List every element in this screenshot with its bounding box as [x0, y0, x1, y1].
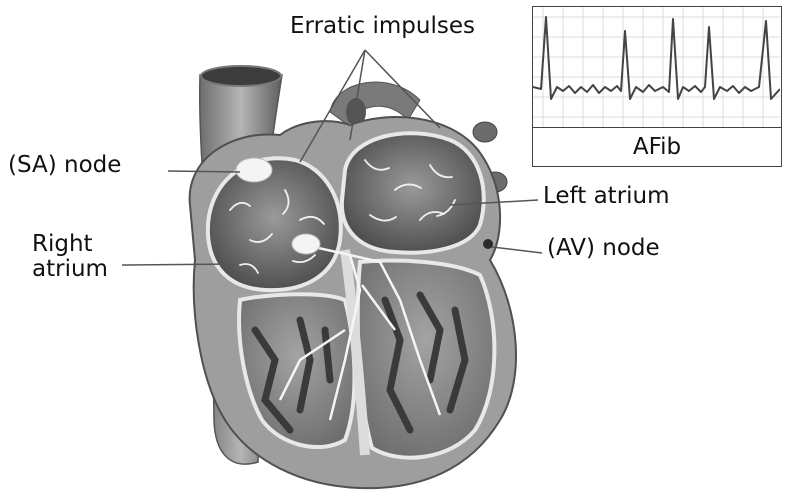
ecg-grid [533, 7, 780, 127]
label-erratic-impulses: Erratic impulses [290, 14, 475, 39]
left-atrium-chamber [342, 133, 484, 252]
label-av-node: (AV) node [547, 236, 660, 261]
ecg-inset: AFib [532, 6, 782, 167]
label-right-atrium-line2: atrium [32, 257, 108, 282]
left-ventricle [358, 261, 495, 458]
label-right-atrium-line1: Right [32, 232, 108, 257]
ecg-trace [533, 7, 780, 127]
label-right-atrium: Right atrium [32, 232, 108, 283]
av-node-marker [292, 234, 320, 254]
ecg-caption: AFib [533, 127, 781, 166]
pulmonary-vessel-b [473, 122, 497, 142]
av-node-right-dot [483, 239, 493, 249]
label-sa-node: (SA) node [8, 153, 121, 178]
label-left-atrium: Left atrium [543, 184, 670, 209]
right-atrium-chamber [208, 158, 341, 290]
sa-node-marker [236, 158, 272, 182]
vessel-opening [201, 66, 281, 86]
